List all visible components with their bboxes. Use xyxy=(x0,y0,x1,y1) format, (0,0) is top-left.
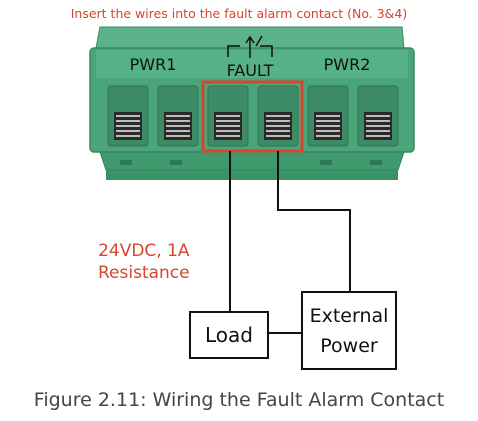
relay-contact-symbol xyxy=(227,35,273,58)
pwr2-label: PWR2 xyxy=(324,55,371,74)
terminal-6 xyxy=(357,85,399,147)
electrical-spec: 24VDC, 1A Resistance xyxy=(98,240,190,284)
fault-label: FAULT xyxy=(227,61,274,80)
load-label: Load xyxy=(205,323,253,347)
top-instruction-caption: Insert the wires into the fault alarm co… xyxy=(70,6,408,21)
external-power-box xyxy=(301,291,397,370)
figure-caption: Figure 2.11: Wiring the Fault Alarm Cont… xyxy=(33,389,445,411)
terminal-3 xyxy=(207,85,249,147)
spec-rating: 24VDC, 1A xyxy=(98,241,190,261)
base-slot xyxy=(170,160,182,165)
wire-terminal4-to-external-power xyxy=(277,151,351,292)
terminal-4 xyxy=(257,85,299,147)
terminal-2 xyxy=(157,85,199,147)
load-box xyxy=(189,311,269,359)
fault-terminals-highlight xyxy=(201,80,304,153)
terminal-5 xyxy=(307,85,349,147)
base-slot xyxy=(120,160,132,165)
pwr1-label: PWR1 xyxy=(130,55,177,74)
external-power-line1: External xyxy=(310,305,389,327)
wires xyxy=(229,151,351,334)
connector-bottom-shelf xyxy=(99,151,405,171)
base-slot xyxy=(370,160,382,165)
terminal-1 xyxy=(107,85,149,147)
spec-load-type: Resistance xyxy=(98,263,190,283)
connector-base xyxy=(106,170,398,180)
base-slot xyxy=(320,160,332,165)
terminal-block-connector: PWR1 FAULT PWR2 xyxy=(89,26,415,180)
external-power-line2: Power xyxy=(320,335,378,357)
connector-label-strip xyxy=(96,50,408,78)
